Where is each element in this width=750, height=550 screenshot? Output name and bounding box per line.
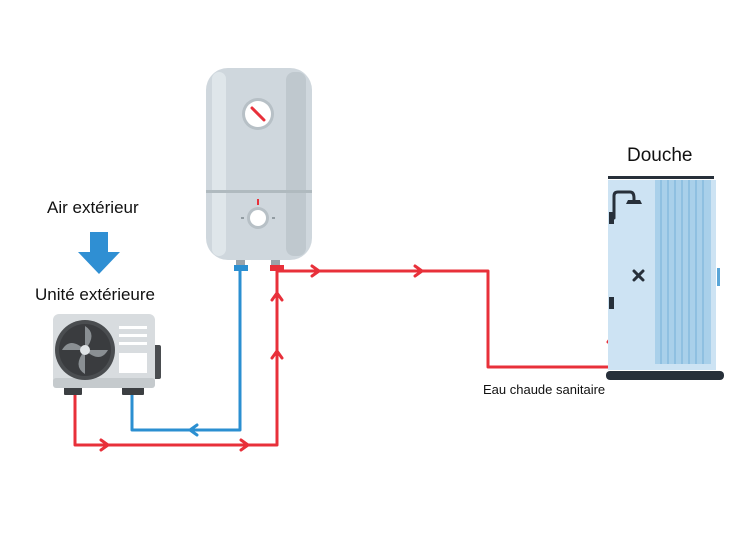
fan-icon bbox=[55, 320, 115, 380]
outdoor-unit bbox=[53, 314, 161, 395]
air-flow-arrow-icon bbox=[78, 232, 120, 274]
douche-label: Douche bbox=[627, 145, 693, 166]
cold-water-pipe bbox=[130, 271, 242, 437]
eau-chaude-label: Eau chaude sanitaire bbox=[483, 382, 606, 397]
water-heater-tank bbox=[206, 68, 312, 271]
unite-exterieure-label: Unité extérieure bbox=[35, 285, 156, 304]
shower-valve-icon bbox=[632, 269, 645, 282]
shower-curtain bbox=[655, 180, 711, 364]
air-exterieur-label: Air extérieur bbox=[47, 198, 139, 217]
shower-head-icon bbox=[612, 190, 642, 220]
shower-cabin bbox=[606, 176, 724, 380]
temperature-knob-icon bbox=[241, 199, 275, 229]
thermometer-gauge-icon bbox=[242, 98, 274, 130]
